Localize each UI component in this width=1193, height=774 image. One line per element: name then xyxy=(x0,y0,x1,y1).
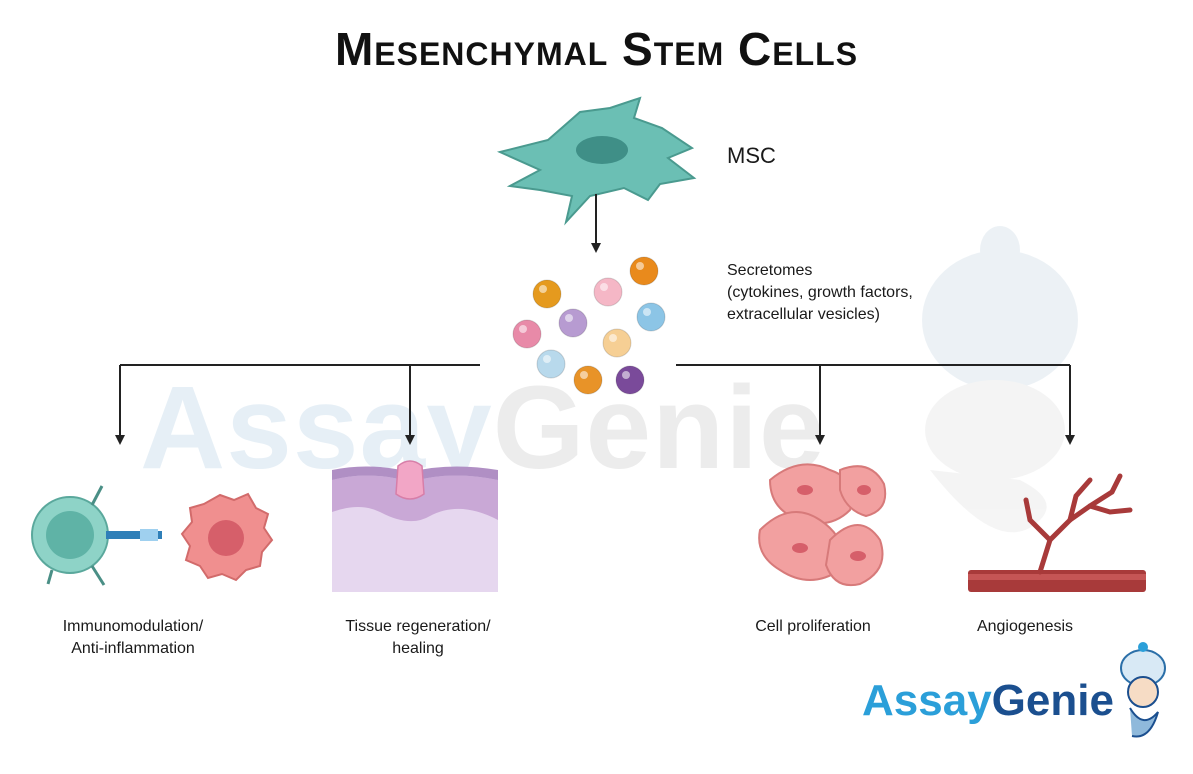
genie-watermark-icon xyxy=(922,226,1078,533)
secretome-particle-highlight xyxy=(580,371,588,379)
secretome-particle xyxy=(512,319,542,349)
logo-part2: Genie xyxy=(991,676,1114,725)
secretome-particle-highlight xyxy=(543,355,551,363)
outcome-immunomodulation-label: Immunomodulation/ Anti-inflammation xyxy=(28,616,238,660)
secretome-line3: extracellular vesicles) xyxy=(727,306,880,323)
outcome-line2: healing xyxy=(392,640,444,657)
secretome-particle xyxy=(532,279,562,309)
outcome-line1: Cell proliferation xyxy=(755,618,871,635)
secretome-particle-highlight xyxy=(643,308,651,316)
secretome-particle-highlight xyxy=(636,262,644,270)
secretome-particles xyxy=(512,256,666,395)
outcome-line1: Angiogenesis xyxy=(976,618,1074,635)
assaygenie-logo: AssayGenie xyxy=(862,676,1114,726)
page-title: Mesenchymal Stem Cells xyxy=(334,23,859,75)
secretome-particle xyxy=(573,365,603,395)
secretome-particle-highlight xyxy=(565,314,573,322)
secretome-line1: Secretomes xyxy=(727,262,813,279)
outcome-angiogenesis-label: Angiogenesis xyxy=(950,616,1100,638)
outcome-line1: Immunomodulation/ xyxy=(62,618,204,635)
secretome-label: Secretomes (cytokines, growth factors, e… xyxy=(727,260,913,326)
proliferating-cells-icon xyxy=(758,463,887,587)
outcome-line2: Anti-inflammation xyxy=(71,640,195,657)
blood-vessel-icon xyxy=(968,473,1146,592)
watermark: AssayGenie xyxy=(140,360,826,496)
msc-label: MSC xyxy=(727,143,776,168)
watermark-part2: Genie xyxy=(492,362,826,494)
outcome-cell-proliferation-label: Cell proliferation xyxy=(728,616,898,638)
secretome-line2: (cytokines, growth factors, xyxy=(727,284,913,301)
secretome-particle xyxy=(558,308,588,338)
secretome-particle xyxy=(629,256,659,286)
immune-cell-icon xyxy=(31,485,162,586)
target-cell-icon xyxy=(180,492,274,582)
secretome-particle xyxy=(536,349,566,379)
branch-lines xyxy=(115,364,1075,445)
secretome-particle-highlight xyxy=(539,285,547,293)
genie-logo-icon xyxy=(1120,642,1166,738)
secretome-particle-highlight xyxy=(609,334,617,342)
logo-part1: Assay xyxy=(862,676,992,725)
tissue-layer-icon xyxy=(332,460,498,592)
secretome-particle xyxy=(602,328,632,358)
secretome-particle-highlight xyxy=(600,283,608,291)
secretome-particle-highlight xyxy=(622,371,630,379)
secretome-particle xyxy=(636,302,666,332)
msc-cell-icon xyxy=(496,96,697,226)
outcome-line1: Tissue regeneration/ xyxy=(345,618,491,635)
secretome-particle-highlight xyxy=(519,325,527,333)
outcome-tissue-regeneration-label: Tissue regeneration/ healing xyxy=(318,616,518,660)
secretome-particle xyxy=(593,277,623,307)
secretome-particle xyxy=(615,365,645,395)
